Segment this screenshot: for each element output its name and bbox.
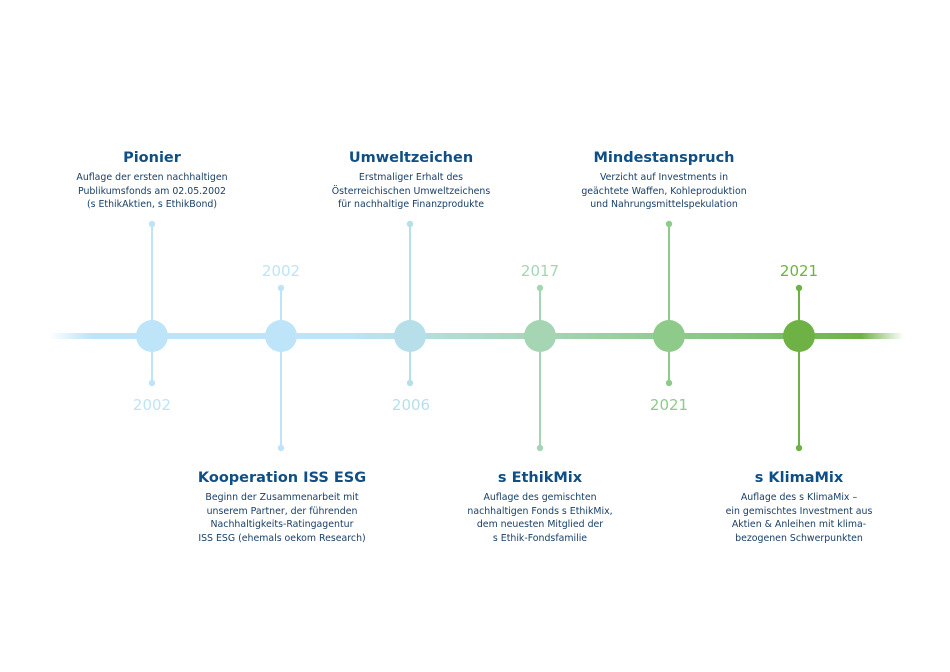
year-label-umweltzeichen: 2006	[391, 396, 431, 414]
milestone-circle-kooperation	[265, 320, 297, 352]
stem-dot-kooperation-bottom	[277, 444, 285, 452]
event-description-klimamix: Auflage des s KlimaMix – ein gemischtes …	[725, 492, 873, 544]
event-description-pionier: Auflage der ersten nachhaltigen Publikum…	[76, 172, 228, 210]
milestone-circle-mindestanspruch	[653, 320, 685, 352]
event-title-pionier: Pionier	[123, 150, 181, 166]
stem-dot-ethikmix-bottom	[536, 444, 544, 452]
stem-dot-klimamix-bottom	[795, 444, 803, 452]
stem-dot-mindestanspruch-top	[665, 220, 673, 228]
event-kooperation: Kooperation ISS ESG Beginn der Zusammena…	[152, 469, 412, 545]
year-label-kooperation: 2002	[261, 262, 301, 280]
timeline-axis	[48, 333, 904, 339]
milestone-circle-umweltzeichen	[394, 320, 426, 352]
stem-dot-ethikmix-top	[536, 284, 544, 292]
stem-dot-kooperation-top	[277, 284, 285, 292]
event-description-umweltzeichen: Erstmaliger Erhalt des Österreichischen …	[331, 172, 491, 210]
stem-dot-pionier-top	[148, 220, 156, 228]
year-label-klimamix: 2021	[779, 262, 819, 280]
stem-dot-klimamix-top	[795, 284, 803, 292]
stem-dot-pionier-bottom	[148, 379, 156, 387]
event-title-mindestanspruch: Mindestanspruch	[593, 150, 735, 166]
event-klimamix: s KlimaMix Auflage des s KlimaMix – ein …	[669, 469, 929, 545]
year-label-ethikmix: 2017	[520, 262, 560, 280]
event-title-umweltzeichen: Umweltzeichen	[348, 150, 474, 166]
event-description-kooperation: Beginn der Zusammenarbeit mit unserem Pa…	[198, 492, 366, 544]
milestone-circle-klimamix	[783, 320, 815, 352]
event-pionier: Pionier Auflage der ersten nachhaltigen …	[22, 149, 282, 212]
year-label-mindestanspruch: 2021	[649, 396, 689, 414]
event-ethikmix: s EthikMix Auflage des gemischten nachha…	[410, 469, 670, 545]
event-title-kooperation: Kooperation ISS ESG	[197, 470, 367, 486]
event-mindestanspruch: Mindestanspruch Verzicht auf Investments…	[534, 149, 794, 212]
year-label-pionier: 2002	[132, 396, 172, 414]
event-umweltzeichen: Umweltzeichen Erstmaliger Erhalt des Öst…	[281, 149, 541, 212]
event-description-ethikmix: Auflage des gemischten nachhaltigen Fond…	[467, 492, 613, 544]
stem-dot-umweltzeichen-top	[406, 220, 414, 228]
milestone-circle-pionier	[136, 320, 168, 352]
stem-dot-umweltzeichen-bottom	[406, 379, 414, 387]
event-title-ethikmix: s EthikMix	[497, 470, 583, 486]
milestone-circle-ethikmix	[524, 320, 556, 352]
stem-dot-mindestanspruch-bottom	[665, 379, 673, 387]
event-description-mindestanspruch: Verzicht auf Investments in geächtete Wa…	[581, 172, 747, 210]
event-title-klimamix: s KlimaMix	[754, 470, 844, 486]
